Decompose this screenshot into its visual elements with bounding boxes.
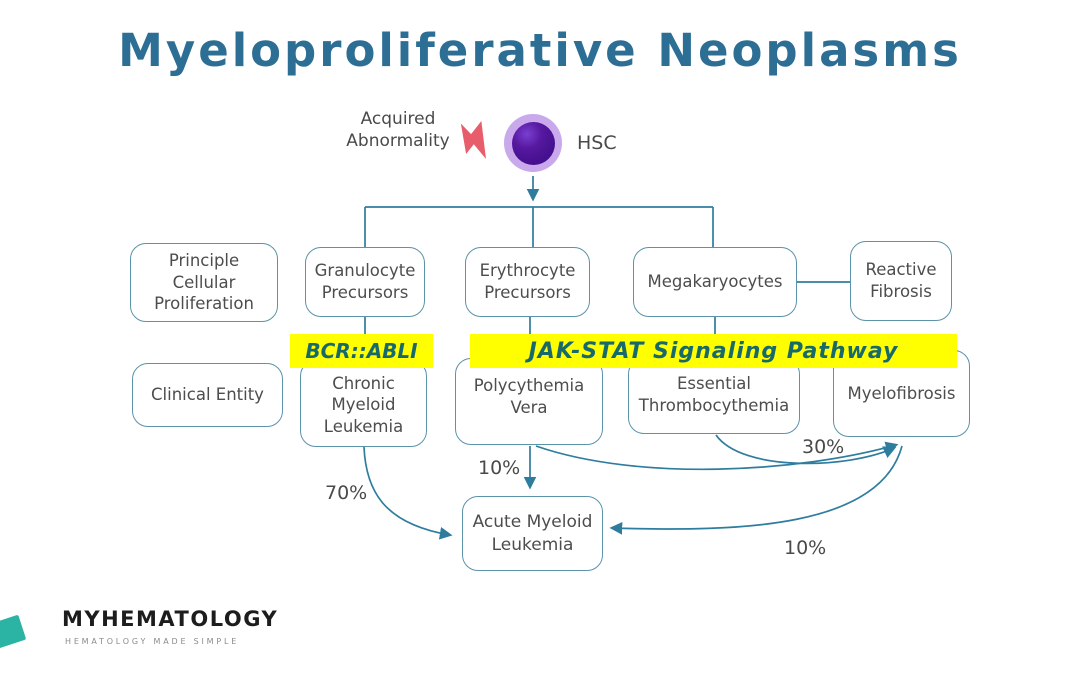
pathway-jak-stat-highlight: JAK-STAT Signaling Pathway [470,334,957,368]
node-essential-thrombocythemia: Essential Thrombocythemia [628,358,800,434]
node-megakaryocytes: Megakaryocytes [633,247,797,317]
hsc-cell-nucleus [511,121,555,165]
rate-pv-to-aml: 10% [478,457,521,479]
brand-tagline: HEMATOLOGY MADE SIMPLE [65,637,240,646]
node-granulocyte-precursors: Granulocyte Precursors [305,247,425,317]
node-acute-myeloid-leukemia: Acute Myeloid Leukemia [462,496,603,571]
node-reactive-fibrosis: Reactive Fibrosis [850,241,952,321]
rate-cml-to-aml: 70% [325,482,368,504]
rate-mf-to-aml: 10% [784,537,827,559]
acquired-abnormality-label: Acquired Abnormality [346,109,450,152]
page-title: Myeloproliferative Neoplasms [118,24,962,77]
hsc-cell-icon [504,114,562,172]
brand-accent-shape [0,614,27,650]
row-header-clinical-entity: Clinical Entity [132,363,283,427]
node-erythrocyte-precursors: Erythrocyte Precursors [465,247,590,317]
rate-et-to-mf: 30% [802,436,845,458]
lightning-bolt-icon [449,113,503,163]
node-chronic-myeloid-leukemia: Chronic Myeloid Leukemia [300,360,427,447]
node-polycythemia-vera: Polycythemia Vera [455,358,603,445]
hsc-label: HSC [577,132,617,154]
row-header-proliferation: Principle Cellular Proliferation [130,243,278,322]
brand-name: MYHEMATOLOGY [62,607,279,631]
pathway-bcr-abl-highlight: BCR::ABLI [290,334,433,368]
